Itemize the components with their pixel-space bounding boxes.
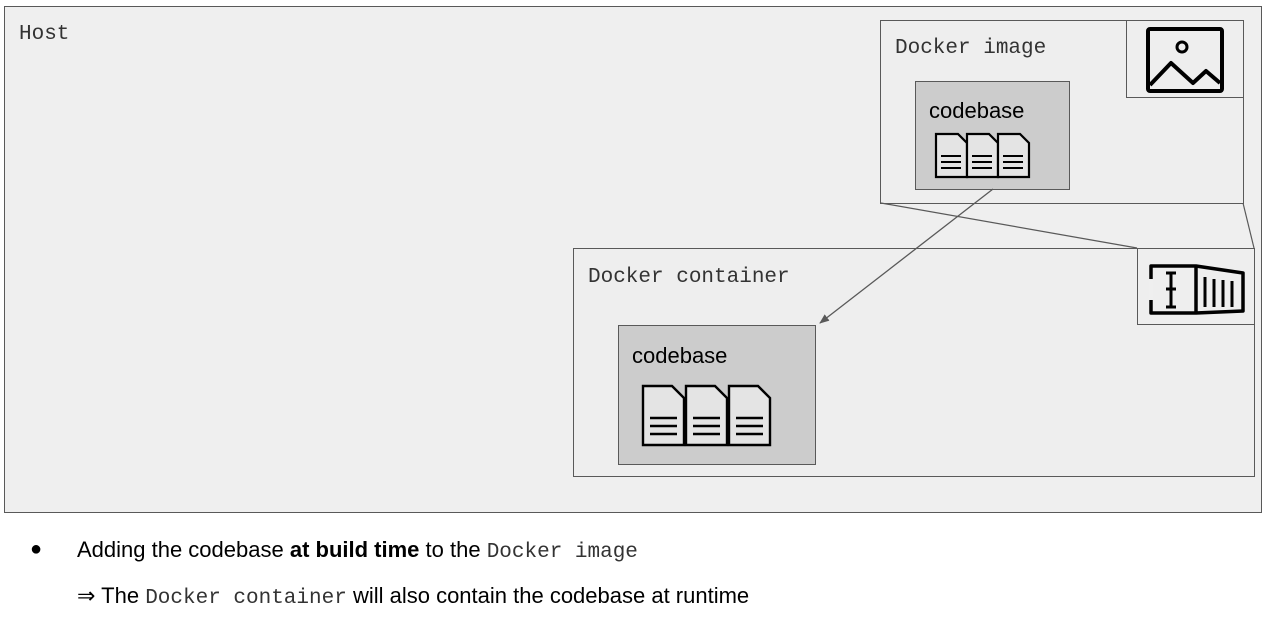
callout-line-right <box>1242 202 1255 249</box>
docker-container-icon-box <box>1137 248 1255 325</box>
note-line-1-bold: at build time <box>289 537 420 562</box>
note-line-1: Adding the codebase at build time to the… <box>77 537 638 564</box>
shipping-container-icon <box>1149 264 1245 315</box>
documents-icon <box>934 132 1031 179</box>
note-line-2: ⇒ The Docker container will also contain… <box>77 583 749 610</box>
bullet: ● <box>30 538 43 560</box>
documents-icon <box>641 384 772 447</box>
note-line-2-code: Docker container <box>145 587 347 610</box>
docker-image-label: Docker image <box>895 37 1047 60</box>
image-codebase-box: codebase <box>915 81 1070 190</box>
container-codebase-label: codebase <box>632 343 728 368</box>
note-line-2-part1: The <box>95 583 146 608</box>
implies-arrow: ⇒ <box>77 583 96 608</box>
callout-line-left <box>880 202 1138 249</box>
copy-arrow <box>819 188 994 324</box>
image-icon <box>1146 27 1224 93</box>
note-line-1-part2: to the <box>419 537 487 562</box>
note-line-1-part1: Adding the codebase <box>77 537 290 562</box>
note-line-1-code: Docker image <box>486 541 638 564</box>
note-line-2-part2: will also contain the codebase at runtim… <box>346 583 750 608</box>
image-codebase-label: codebase <box>929 98 1025 123</box>
container-codebase-box: codebase <box>618 325 816 465</box>
docker-image-icon-box <box>1126 20 1244 98</box>
docker-container-label: Docker container <box>588 266 790 289</box>
host-label: Host <box>19 23 70 46</box>
